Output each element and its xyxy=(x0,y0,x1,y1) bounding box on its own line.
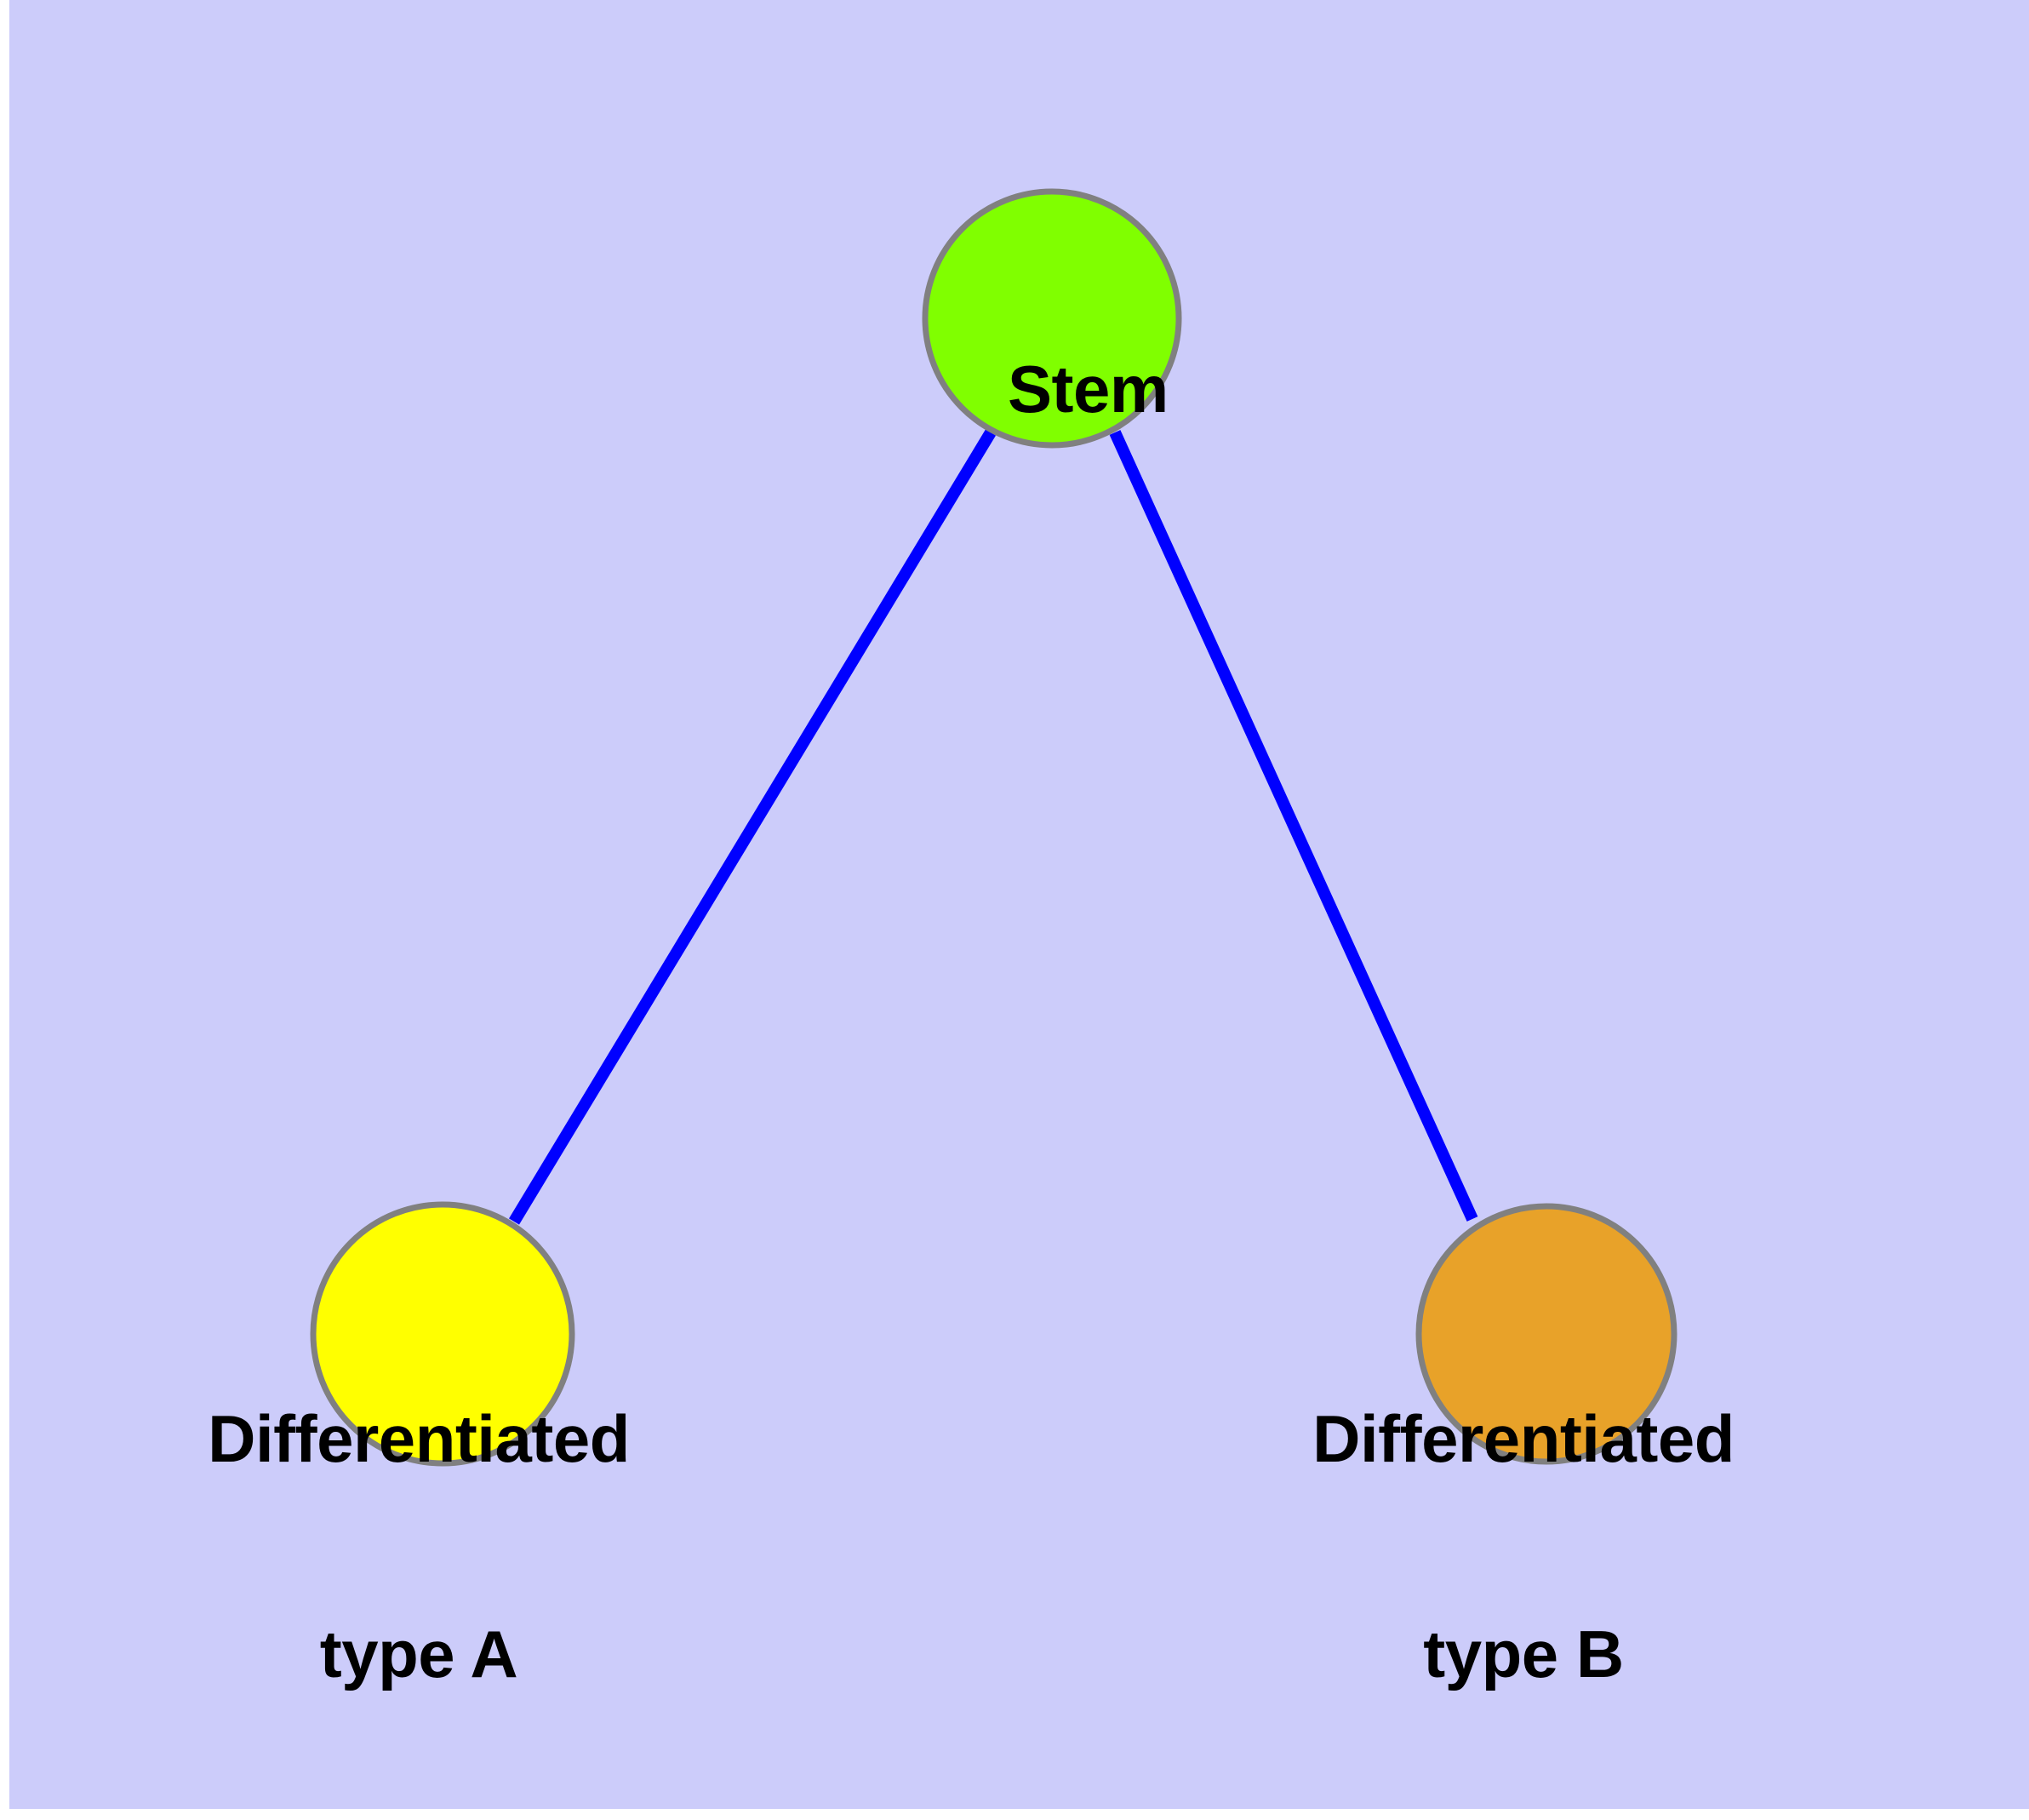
edge-stem-to-type-b[interactable] xyxy=(1109,430,1478,1222)
edge-layer xyxy=(509,429,1478,1225)
node-stem[interactable] xyxy=(922,188,1182,449)
node-differentiated-type-b[interactable] xyxy=(1415,1203,1677,1465)
node-differentiated-type-a[interactable] xyxy=(310,1201,575,1467)
edge-stem-to-type-a[interactable] xyxy=(509,429,996,1225)
node-layer xyxy=(310,188,1677,1467)
